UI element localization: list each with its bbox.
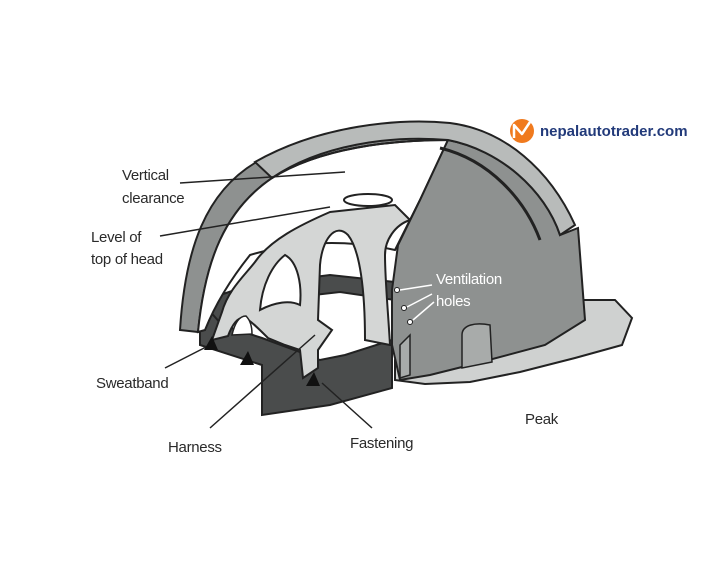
watermark: nepalautotrader.com (510, 119, 688, 143)
harness-opening-mid (231, 315, 253, 336)
shell-ridge (439, 146, 542, 241)
helmet-harness (210, 203, 412, 380)
ventilation-hole (394, 287, 400, 293)
label-ventilation-holes-line2: holes (436, 293, 470, 310)
label-level-top-of-head-line1: Level of (91, 229, 142, 246)
leader-fastening (321, 382, 373, 429)
logo-swoosh (512, 121, 532, 138)
label-vertical-clearance-line1: Vertical (122, 167, 169, 184)
crown-cushion (343, 193, 393, 207)
fastening-clip-left (399, 333, 411, 380)
helmet-shell-top (253, 120, 577, 237)
leader-level-top-of-head (159, 206, 331, 237)
label-vertical-clearance-line2: clearance (122, 190, 184, 207)
ventilation-hole (407, 319, 413, 325)
harness-opening-left (258, 253, 302, 312)
ventilation-hole (401, 305, 407, 311)
leader-sweatband (164, 344, 211, 369)
leader-vent-1 (399, 284, 433, 291)
fastening-clip-right (461, 323, 493, 369)
leader-vent-3 (412, 301, 435, 321)
label-level-top-of-head-line2: top of head (91, 251, 163, 268)
leader-vertical-clearance (179, 171, 346, 184)
label-fastening: Fastening (350, 435, 413, 452)
leader-vent-2 (406, 293, 433, 308)
label-ventilation-holes-line1: Ventilation (436, 271, 502, 288)
marker-sweatband (204, 336, 218, 350)
watermark-text: nepalautotrader.com (540, 123, 688, 140)
marker-harness (240, 351, 254, 365)
label-harness: Harness (168, 439, 222, 456)
marker-fastening (306, 372, 320, 386)
label-peak: Peak (525, 411, 559, 428)
label-sweatband: Sweatband (96, 375, 168, 392)
leader-harness (209, 334, 316, 429)
shell-ridge-left (271, 139, 449, 179)
